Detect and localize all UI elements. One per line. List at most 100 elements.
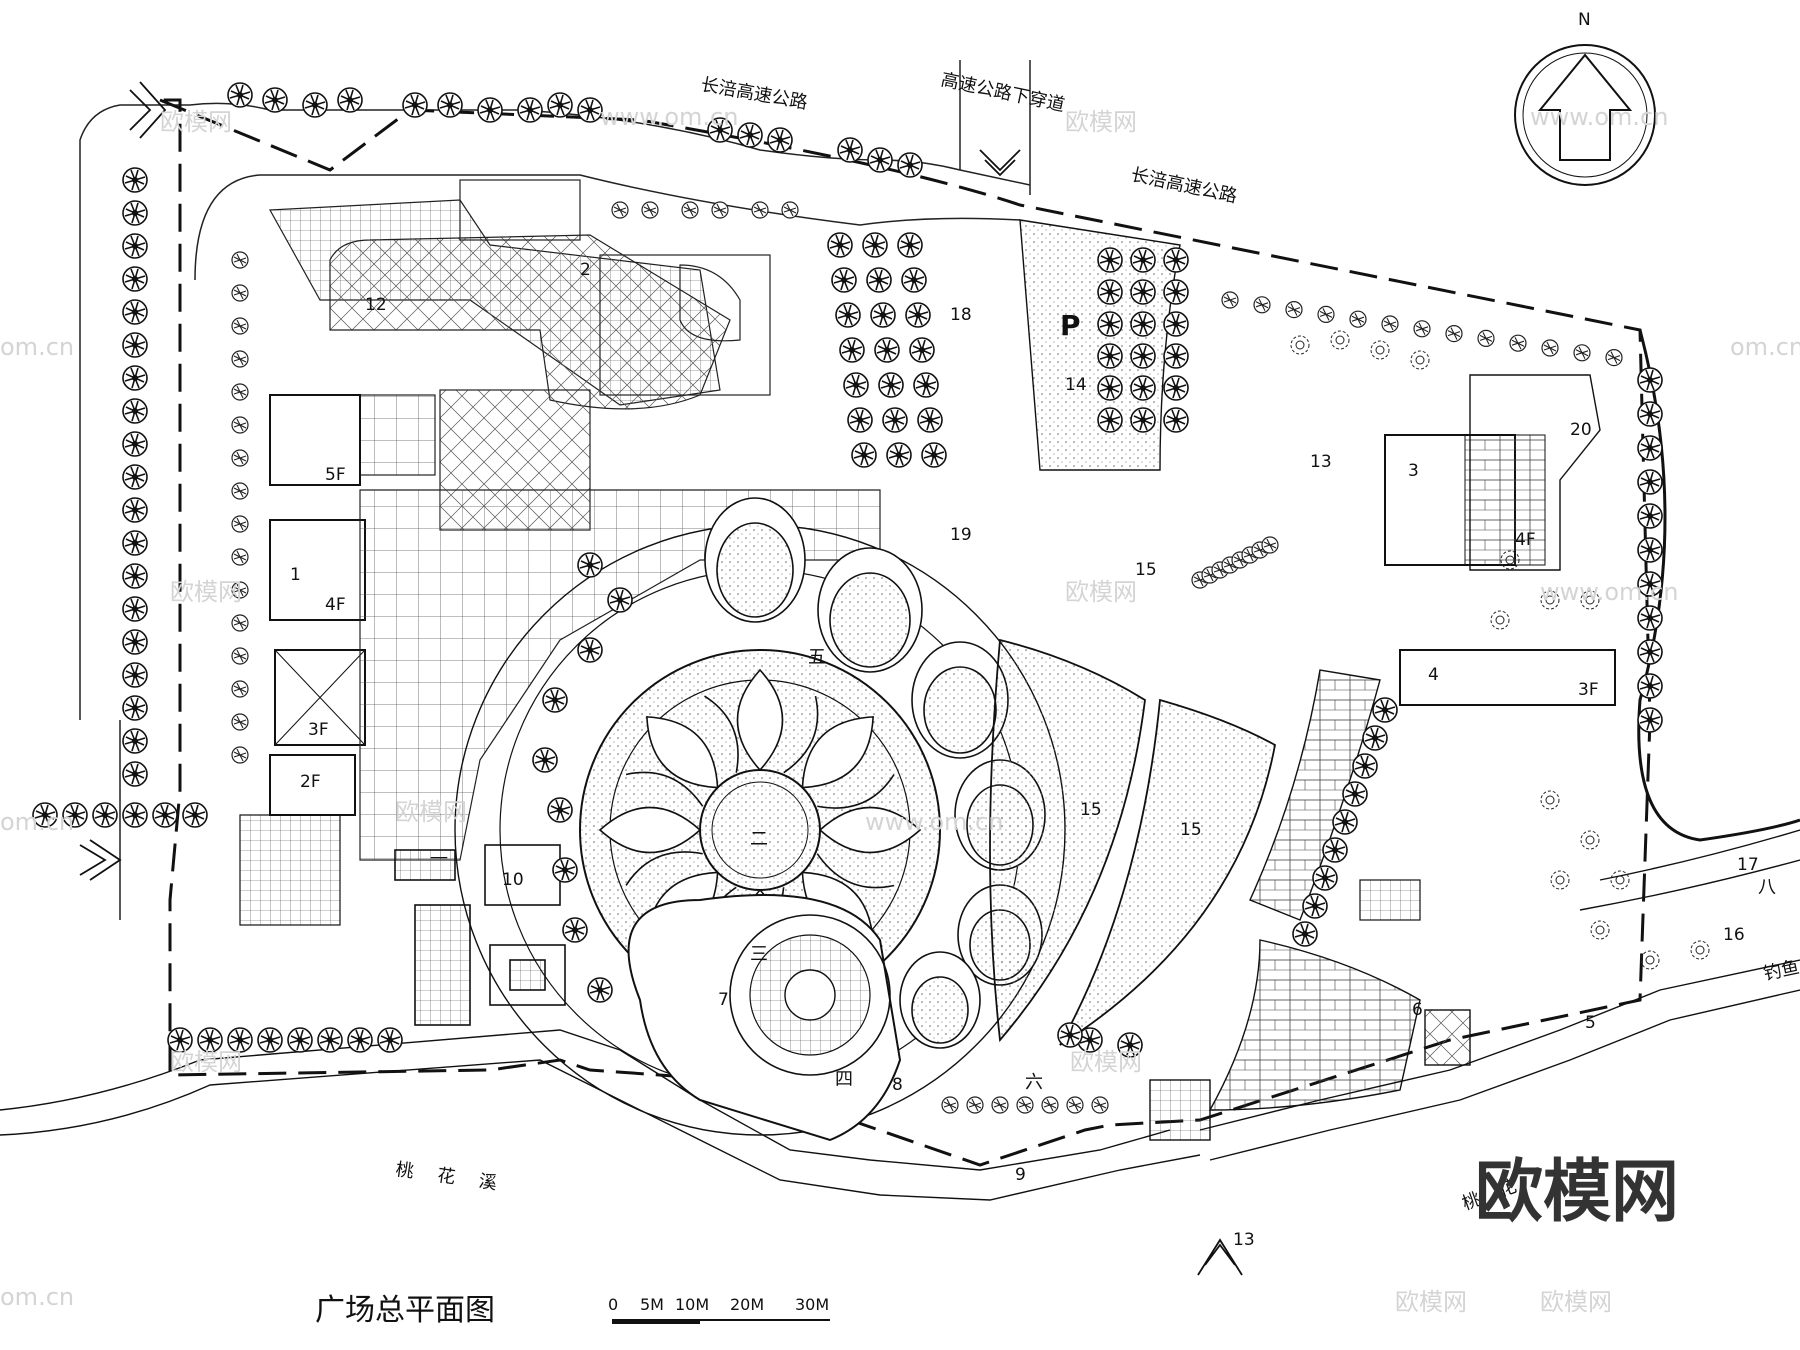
tree-icon [1097,375,1123,401]
small-tree-icon [1541,339,1559,357]
tree-icon [1322,837,1348,863]
label-2: 2 [580,260,591,280]
tree-icon [1097,279,1123,305]
small-tree-icon [231,284,249,302]
tree-icon [905,302,931,328]
tree-icon [851,442,877,468]
shrub-icon [1490,610,1510,630]
tree-icon [122,695,148,721]
small-tree-icon [231,515,249,533]
small-tree-icon [231,317,249,335]
shrub-icon [1610,870,1630,890]
shrub-icon [1580,830,1600,850]
label-14: 14 [1065,375,1087,395]
tree-icon [767,127,793,153]
tree-icon [122,662,148,688]
watermark-text: 欧模网 [170,1048,242,1076]
zone-6: 六 [1025,1072,1043,1093]
small-tree-icon [1317,305,1335,323]
watermark-site-short: om.cn [0,1283,74,1311]
shrub-icon [1290,335,1310,355]
tree-icon [542,687,568,713]
tree-icon [843,372,869,398]
tree-icon [831,267,857,293]
watermark-site-short: om.cn [0,808,74,836]
tree-icon [287,1027,313,1053]
label-8: 8 [892,1075,903,1095]
expressway-label-b: 长涪高速公路 [1129,164,1239,207]
tree-icon [1097,311,1123,337]
underpass-label: 高速公路下穿道 [939,69,1067,116]
lotus-petal-inner [625,851,703,886]
tree-icon [122,299,148,325]
watermark-site: www.om.cn [1530,103,1668,131]
tree-icon [477,97,503,123]
tree-icon [1332,809,1358,835]
lotus-petal-inner [783,695,819,774]
watermark-site: www.om.cn [600,103,738,131]
small-tree-icon [1509,334,1527,352]
label-13-top: 13 [1310,452,1332,472]
tree-icon [882,407,908,433]
tree-icon [122,266,148,292]
tree-icon [878,372,904,398]
small-tree-icon [711,201,729,219]
small-tree-icon [1261,536,1279,554]
tree-icon [517,97,543,123]
tree-icon [1302,893,1328,919]
scale-10m: 10M [675,1295,709,1314]
tree-icon [1362,725,1388,751]
tree-icon [1637,503,1663,529]
tree-icon [562,917,588,943]
small-tree-icon [231,680,249,698]
shrub-icon [1590,920,1610,940]
zone-3: 三 [750,944,768,965]
small-tree-icon [231,449,249,467]
tree-icon [1342,781,1368,807]
area-number-labels: 2 12 18 P 14 13 20 19 15 15 15 10 7 8 9 … [365,260,1759,1250]
watermark-text: 欧模网 [395,798,467,826]
tree-icon [122,332,148,358]
building-1: 1 [290,565,301,585]
tree-icon [227,82,253,108]
small-tree-icon [1477,329,1495,347]
tree-icon [337,87,363,113]
label-15-a: 15 [1080,800,1102,820]
tree-icon [909,337,935,363]
tree-icon [874,337,900,363]
small-tree-icon [231,746,249,764]
tree-icon [897,232,923,258]
tree-icon [552,857,578,883]
label-7: 7 [718,990,729,1010]
label-16: 16 [1723,925,1745,945]
tree-icon [835,302,861,328]
tree-icon [122,802,148,828]
label-15-top: 15 [1135,560,1157,580]
lotus-petal-inner [817,774,895,809]
tree-icon [1637,367,1663,393]
lotus-petal [646,716,719,789]
small-tree-icon [1066,1096,1084,1114]
watermark-site: www.om.cn [1540,578,1678,606]
small-tree-icon [1573,344,1591,362]
spiral-plaza [627,894,902,1142]
stone-path [1149,669,1421,1141]
drawing-title-block: 广场总平面图 0 5M 10M 20M 30M [315,1293,830,1328]
watermark-site: www.om.cn [865,808,1003,836]
tree-icon [122,200,148,226]
small-tree-icon [1016,1096,1034,1114]
oval-garden-bed [829,572,911,668]
tree-icon [262,87,288,113]
tree-icon [1372,697,1398,723]
watermark-text: 欧模网 [1065,108,1137,136]
shrub-icon [1550,870,1570,890]
tree-icon [1163,407,1189,433]
tree-icon [901,267,927,293]
shrub-icon [1330,330,1350,350]
lotus-petal [736,668,784,772]
watermark-text: 欧模网 [170,578,242,606]
scale-0: 0 [608,1295,618,1314]
tree-icon [1352,753,1378,779]
tree-icon [862,232,888,258]
shrub-icon [1410,350,1430,370]
